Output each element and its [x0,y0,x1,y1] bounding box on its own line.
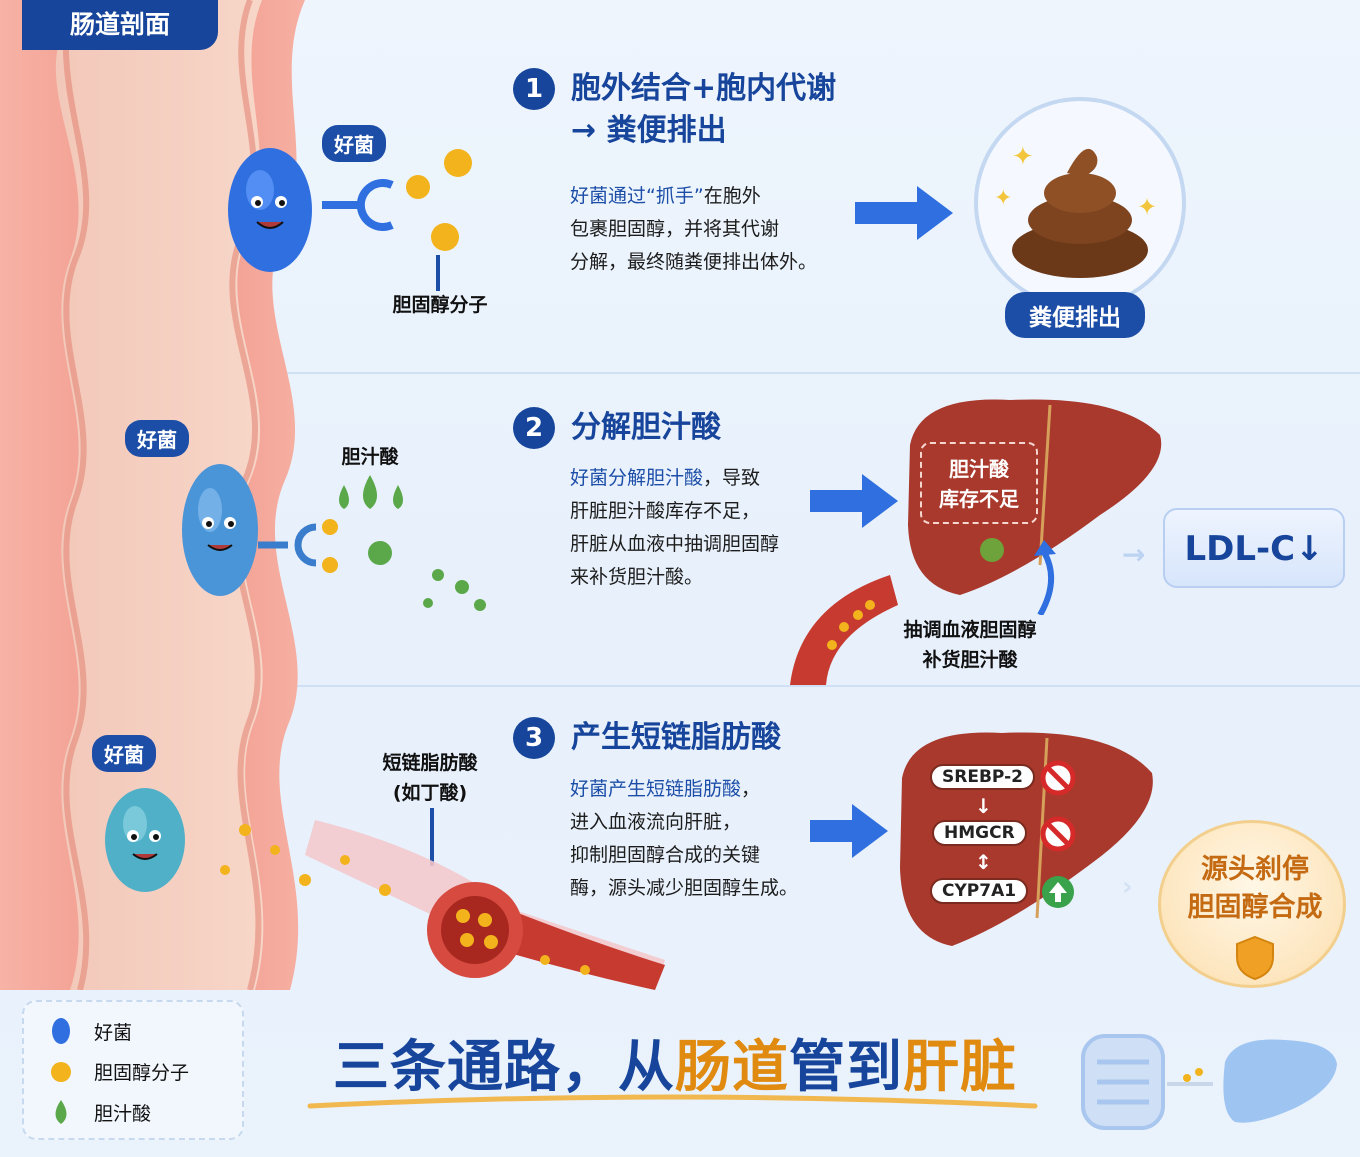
gene-srebp2: SREBP-2 [930,764,1035,790]
step-title: 胞外结合+胞内代谢 → 粪便排出 [571,71,837,148]
pointer-line [430,808,434,866]
gene-hmgcr: HMGCR [932,820,1027,846]
legend-item: 胆固醇分子 [48,1058,189,1085]
intestine-to-liver-icon [1081,1034,1337,1130]
shield-icon [1236,935,1274,981]
blood-vessel-icon [790,575,898,685]
cholesterol-molecules [406,149,472,251]
bacteria-icon [52,1018,70,1044]
bacteria-icon [182,464,258,596]
ldl-badge: LDL-C↓ [1163,508,1345,588]
gene-cyp7a1: CYP7A1 [930,878,1029,904]
step-3-header: 3 产生短链脂肪酸 [513,717,781,759]
step-title: 分解胆汁酸 [571,410,721,445]
blood-vessel-icon [220,820,665,990]
bacteria-icon [228,148,312,272]
pointer-line [436,255,440,291]
arrow-up-icon [1034,540,1056,615]
arrow-right-icon [855,186,953,240]
bacteria-icon [105,788,185,892]
step-3-description: 好菌产生短链脂肪酸， 进入血液流向肝脏， 抑制胆固醇合成的关键 酶，源头减少胆固… [570,778,799,899]
bacteria-bubble: 好菌 [322,125,386,162]
arrow-right-icon: › [1122,872,1133,902]
up-arrow-icon [1042,876,1074,908]
claw-icon [322,179,394,231]
panel-divider [0,372,1360,374]
section-tag: 肠道剖面 [22,0,218,50]
cholesterol-icon [51,1061,71,1082]
cholesterol-label: 胆固醇分子 [392,294,488,316]
bacteria-bubble: 好菌 [125,420,189,457]
blood-label: 抽调血液胆固醇 补货胆汁酸 [903,619,1037,671]
bile-acid-drops [339,475,486,611]
headline: 三条通路，从肠道管到肝脏 [333,1035,1017,1100]
gene-arrow: ↓ [975,794,992,818]
arrow-right-icon [810,804,888,858]
svg-text:✦: ✦ [994,186,1012,211]
bile-shortage-box: 胆汁酸 库存不足 [920,442,1038,524]
step-2-description: 好菌分解胆汁酸，导致 肝脏胆汁酸库存不足， 肝脏从血液中抽调胆固醇 来补货胆汁酸… [570,467,780,588]
legend-item: 好菌 [48,1016,132,1046]
panel-divider [0,685,1360,687]
step-1-description: 好菌通过“抓手”在胞外 包裹胆固醇，并将其代谢 分解，最终随粪便排出体外。 [570,185,818,273]
svg-text:✦: ✦ [1012,142,1034,172]
bile-acid-label: 胆汁酸 [341,446,399,468]
claw-icon [258,519,338,573]
prohibit-icon [1040,760,1076,796]
gene-arrow: ↕ [975,850,992,874]
legend-item: 胆汁酸 [48,1098,151,1126]
step-number: 1 [513,68,555,110]
bacteria-bubble: 好菌 [92,735,156,772]
svg-text:✦: ✦ [1137,193,1157,221]
step-2-header: 2 分解胆汁酸 [513,407,721,449]
feces-icon: ✦ ✦ ✦ [974,97,1186,309]
scfa-label: 短链脂肪酸 (如丁酸) [382,752,478,804]
arrow-right-icon: → [1122,538,1146,571]
step-number: 3 [513,717,555,759]
arrow-right-icon [810,474,898,528]
stop-synthesis-badge: 源头刹停 胆固醇合成 [1158,820,1346,988]
step-number: 2 [513,407,555,449]
step-title: 产生短链脂肪酸 [571,720,781,755]
prohibit-icon [1040,816,1076,852]
result-badge: 粪便排出 [1005,292,1145,338]
bile-drop-icon [55,1100,67,1124]
legend: 好菌 胆固醇分子 胆汁酸 [22,1000,244,1140]
step-1-header: 1 胞外结合+胞内代谢 → 粪便排出 [513,68,836,152]
headline-underline [307,1094,1038,1109]
